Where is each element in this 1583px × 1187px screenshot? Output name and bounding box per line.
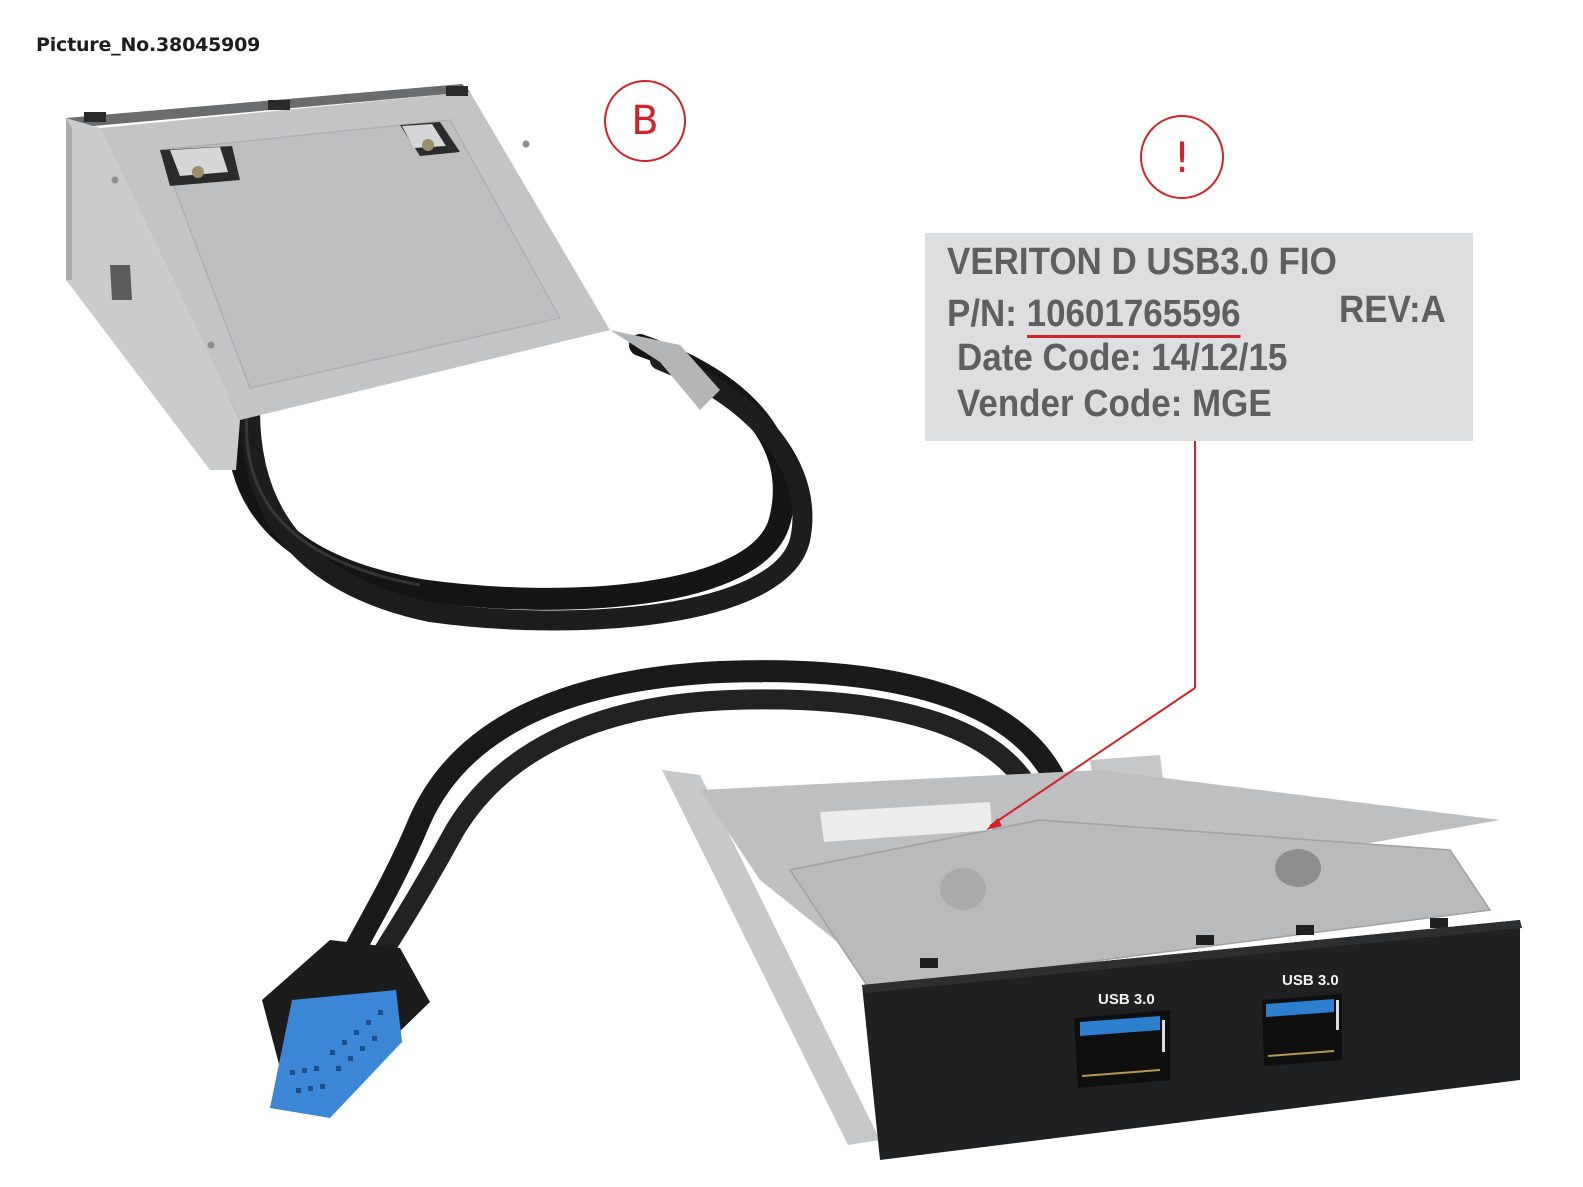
leader-line-arrow [986, 440, 1196, 830]
callout-warning-label: ! [1173, 132, 1191, 182]
label-date-code: Date Code: 14/12/15 [957, 337, 1288, 379]
label-part-number: P/N: 10601765596 [947, 293, 1241, 338]
label-revision: REV:A [1339, 289, 1446, 331]
picture-caption: Picture_No.38045909 [36, 34, 261, 56]
usb-port-2-label: USB 3.0 [1282, 972, 1339, 989]
callout-b-label: B [631, 98, 659, 144]
bracket-top-view [66, 84, 813, 631]
label-pn-prefix: P/N: [947, 293, 1017, 335]
callout-b-icon: B [604, 80, 686, 162]
usb-port-1-label: USB 3.0 [1098, 991, 1155, 1008]
label-product-name: VERITON D USB3.0 FIO [947, 241, 1337, 283]
bracket-front-view [262, 660, 1522, 1160]
label-pn-value: 10601765596 [1026, 293, 1241, 338]
callout-warning-icon: ! [1140, 115, 1224, 199]
product-label-closeup: VERITON D USB3.0 FIO P/N: 10601765596 RE… [925, 233, 1473, 441]
label-vender-code: Vender Code: MGE [957, 383, 1272, 425]
